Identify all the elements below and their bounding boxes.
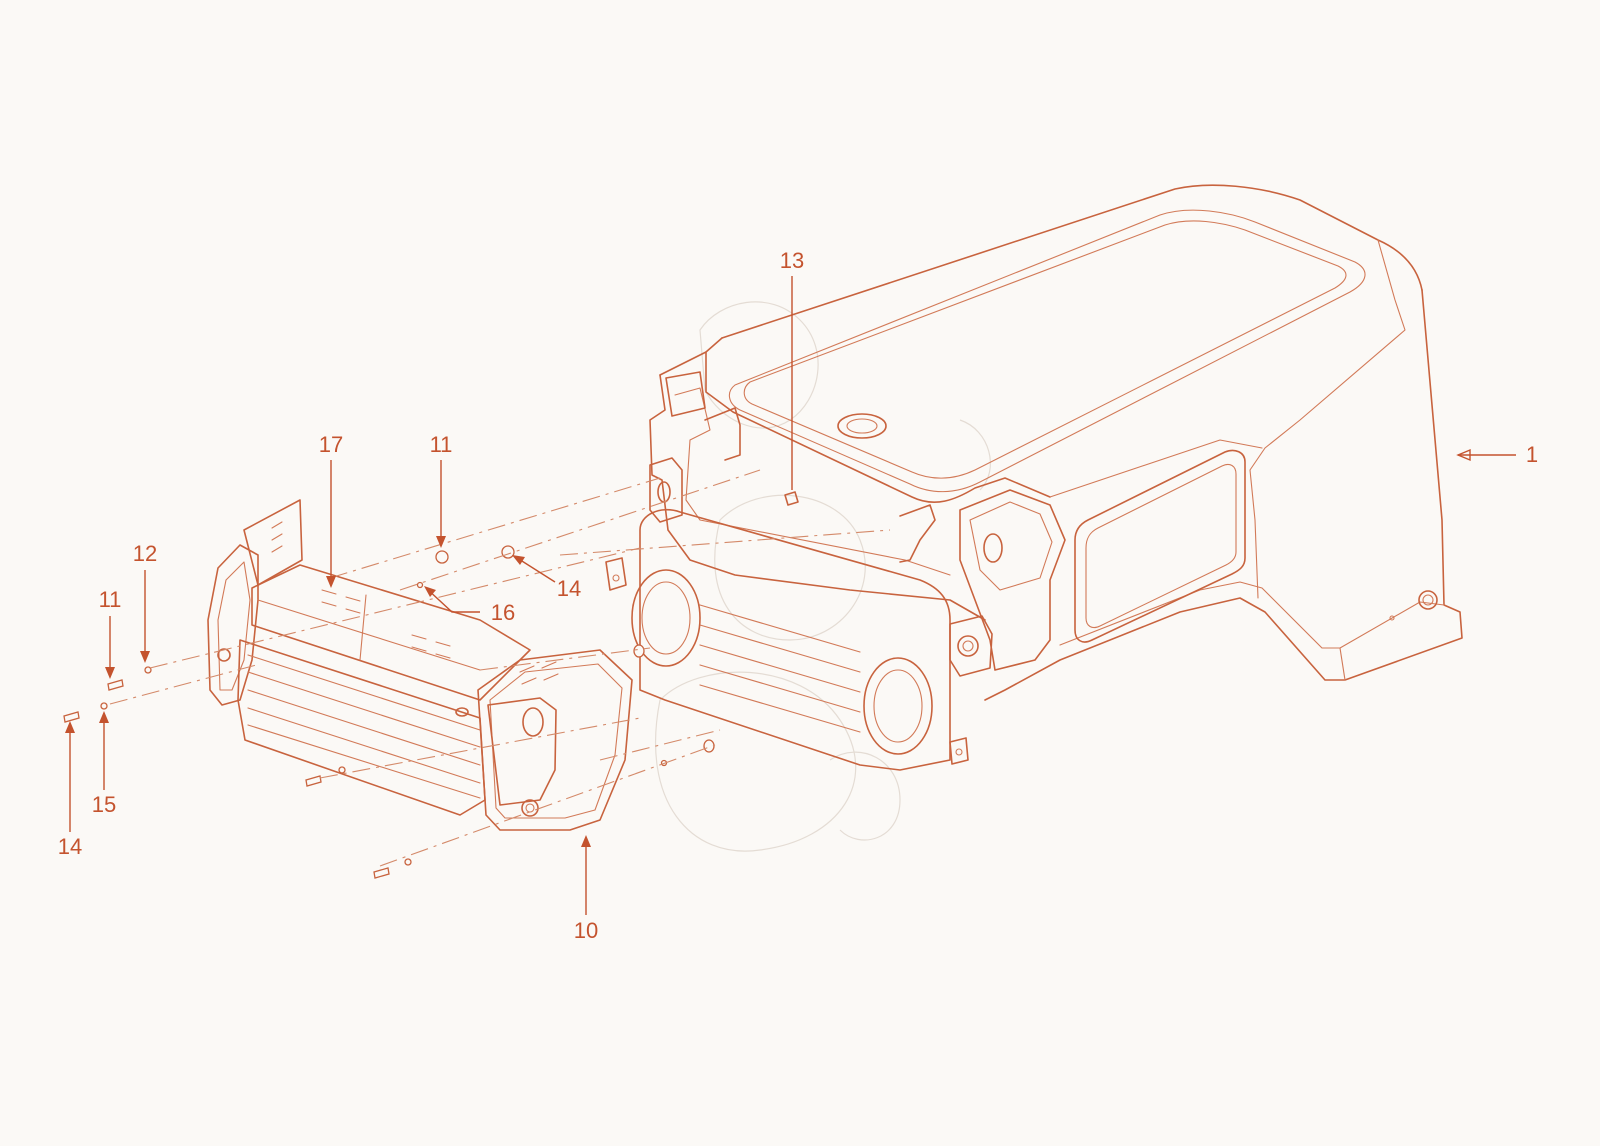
callout-label-12: 12	[133, 541, 157, 566]
callout-10: 10	[574, 835, 598, 943]
bumper-grille-part	[207, 499, 633, 831]
assembly-lines	[109, 469, 891, 867]
callout-label-11-left: 11	[99, 587, 122, 612]
callout-13: 13	[780, 248, 804, 490]
callout-label-14-left: 14	[58, 834, 82, 859]
callout-11-top: 11	[430, 432, 453, 548]
callout-1: 1	[1456, 442, 1538, 467]
callout-14-left: 14	[58, 721, 82, 859]
hardware-items	[63, 545, 715, 879]
callout-label-14-top: 14	[557, 576, 581, 601]
hood-part	[605, 184, 1463, 771]
callout-label-17: 17	[319, 432, 343, 457]
callout-label-11-top: 11	[430, 432, 453, 457]
callout-14-top: 14	[512, 555, 581, 601]
callout-11-left: 11	[99, 587, 122, 679]
callout-17: 17	[319, 432, 343, 588]
callout-label-13: 13	[780, 248, 804, 273]
callout-label-15: 15	[92, 792, 116, 817]
callout-15: 15	[92, 711, 116, 817]
callout-label-1: 1	[1526, 442, 1538, 467]
callout-label-10: 10	[574, 918, 598, 943]
callout-12: 12	[133, 541, 157, 663]
callout-16: 16	[424, 586, 515, 625]
callout-label-16: 16	[491, 600, 515, 625]
